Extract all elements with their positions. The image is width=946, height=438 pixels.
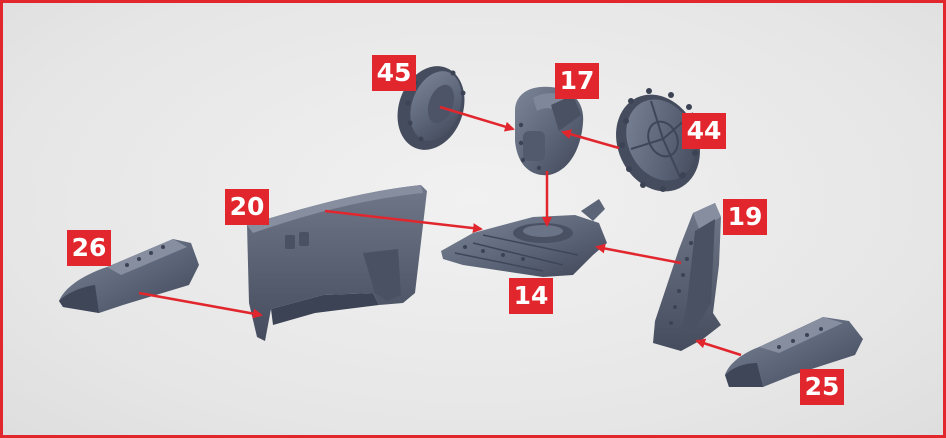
part-label-44: 44: [682, 113, 726, 149]
part-17-helmet: [515, 87, 583, 175]
part-label-19: 19: [723, 199, 767, 235]
part-label-25: 25: [800, 369, 844, 405]
arrow-25-to-19: [697, 341, 741, 355]
part-14-base: [441, 199, 607, 277]
part-label-20: 20: [225, 189, 269, 225]
arrow-19-to-14: [597, 247, 681, 263]
part-label-14: 14: [509, 278, 553, 314]
part-19-side-plate: [653, 203, 721, 351]
part-label-26: 26: [67, 230, 111, 266]
part-20-hull-plate: [247, 185, 427, 341]
part-label-45: 45: [372, 55, 416, 91]
arrow-26-to-20: [139, 293, 261, 315]
part-label-17: 17: [555, 63, 599, 99]
